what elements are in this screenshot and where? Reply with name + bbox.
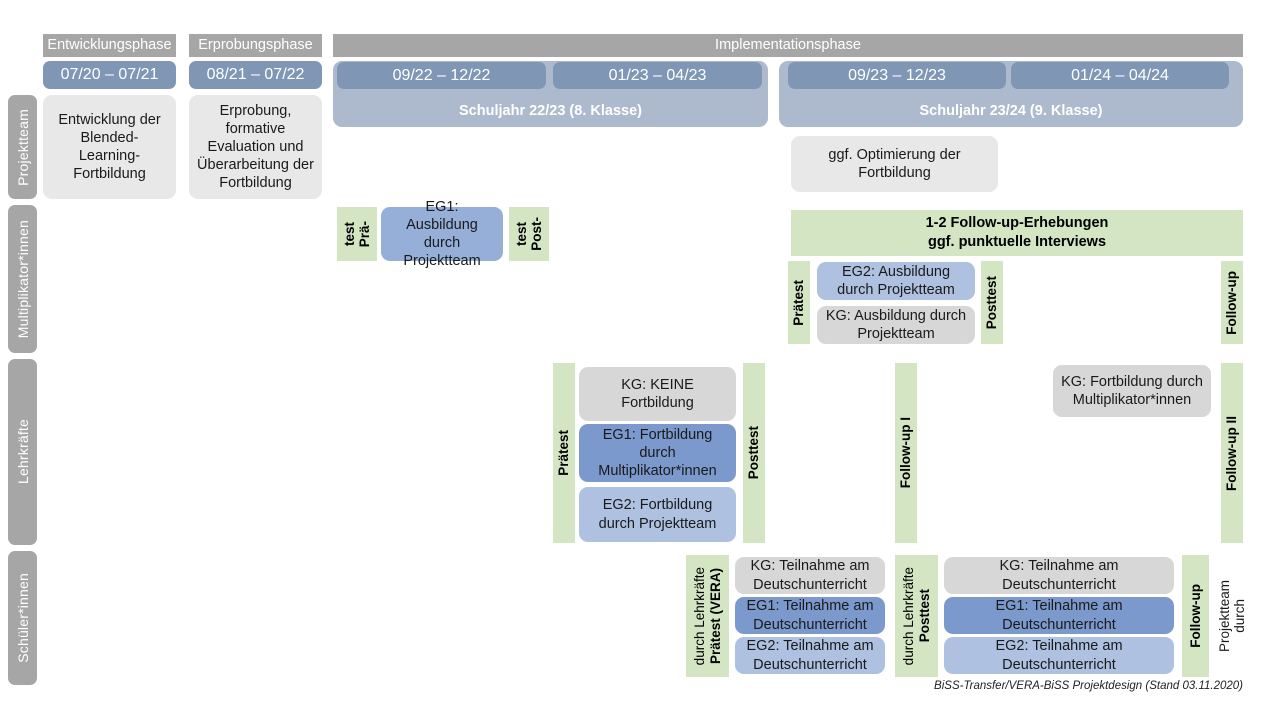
card-kg-ausbildung-projektteam: KG: Ausbildung durch Projektteam [817,306,975,344]
followup-schueler: Follow-up [1182,555,1209,677]
posttest-line2: test [514,221,529,246]
card-text: EG2: Fortbildung durch Projektteam [598,497,717,532]
praetest-multiplikatoren-2: Prätest [788,261,810,344]
praetest-main-label: Prätest (VERA) [707,567,723,665]
praetest-sub-label: durch Lehrkräfte [692,566,707,666]
praetest-lehrkraefte: Prätest [553,363,575,543]
card-eg2-teilnahme-deutschunterricht-left: EG2: Teilnahme am Deutschunterricht [735,637,885,674]
footer-text: BiSS-Transfer/VERA-BiSS Projektdesign (S… [934,680,1243,692]
praetest-multiplikatoren-1: Prä- test [337,207,377,261]
card-text: EG1: Teilnahme am Deutschunterricht [995,598,1123,633]
row-label-text: Multiplikator*innen [14,219,31,339]
card-eg1-teilnahme-deutschunterricht-right: EG1: Teilnahme am Deutschunterricht [944,597,1174,634]
period-pill-01-24-04-24: 01/24 – 04/24 [1011,62,1229,89]
posttest-line1: Post- [528,217,544,251]
card-entwicklung-blended-learning: Entwicklung der Blended-Learning-Fortbil… [43,95,176,199]
card-kg-teilnahme-deutschunterricht-right: KG: Teilnahme am Deutschunterricht [944,557,1174,594]
card-text: KG: Fortbildung durch Multiplikator*inne… [1061,373,1203,408]
card-eg1-ausbildung-projektteam: EG1: Ausbildung durch Projektteam [381,199,503,269]
posttest-label: Posttest [746,426,762,480]
period-pill-09-22-12-22: 09/22 – 12/22 [337,62,546,89]
row-label-schuelerinnen: Schüler*innen [8,551,37,685]
period-pill-01-23-04-23: 01/23 – 04/23 [553,62,762,89]
row-label-text: Schüler*innen [14,573,31,663]
followup-1-lehrkraefte: Follow-up I [895,363,917,543]
card-text: EG1: Teilnahme am Deutschunterricht [746,598,874,633]
followup-sub-durch: durch [1231,599,1247,633]
phase-header-implementationsphase: Implementationsphase [333,34,1243,57]
card-text: EG2: Teilnahme am Deutschunterricht [995,638,1123,673]
phase-header-label: Implementationsphase [715,36,861,53]
followup-main-label: Follow-up [1187,584,1203,648]
row-label-lehrkraefte: Lehrkräfte [8,359,37,545]
card-erprobung-evaluation: Erprobung, formative Evaluation und Über… [189,95,322,199]
followup-label: Follow-up [1224,270,1240,335]
posttest-schueler: Posttest durch Lehrkräfte [895,555,938,677]
phase-header-label: Entwicklungsphase [47,36,172,53]
row-label-text: Lehrkräfte [14,419,31,485]
card-kg-fortbildung-multiplikatoren: KG: Fortbildung durch Multiplikator*inne… [1053,365,1211,417]
row-label-text: Projektteam [14,108,31,186]
card-kg-keine-fortbildung: KG: KEINE Fortbildung [579,367,736,421]
praetest-label: Prätest [791,279,807,326]
card-text: ggf. Optimierung der Fortbildung [828,146,961,181]
followup-label: Follow-up I [898,417,914,489]
posttest-main-label: Posttest [916,589,932,643]
banner-line2: ggf. punktuelle Interviews [927,234,1107,250]
card-text: Erprobung, formative Evaluation und Über… [197,102,314,192]
followup-multiplikatoren: Follow-up [1221,261,1243,344]
card-text: EG2: Teilnahme am Deutschunterricht [746,638,874,673]
followup-label: Follow-up II [1224,415,1240,491]
period-label: 09/23 – 12/23 [848,66,946,84]
posttest-lehrkraefte: Posttest [743,363,765,543]
banner-line1: 1-2 Follow-up-Erhebungen [925,215,1109,232]
praetest-vera-schueler: Prätest (VERA) durch Lehrkräfte [686,555,729,677]
footer-credit: BiSS-Transfer/VERA-BiSS Projektdesign (S… [743,680,1243,698]
period-label: 01/23 – 04/23 [608,66,707,84]
card-eg2-teilnahme-deutschunterricht-right: EG2: Teilnahme am Deutschunterricht [944,637,1174,674]
card-text: EG1: Fortbildung durch Multiplikator*inn… [598,426,717,480]
praetest-line2: test [342,221,357,246]
card-text: EG2: Ausbildung durch Projektteam [837,263,955,298]
card-eg1-teilnahme-deutschunterricht-left: EG1: Teilnahme am Deutschunterricht [735,597,885,634]
period-label: 01/24 – 04/24 [1071,66,1169,84]
posttest-multiplikatoren-2: Posttest [981,261,1003,344]
posttest-sub-label: durch Lehrkräfte [901,566,916,666]
row-label-multiplikatorinnen: Multiplikator*innen [8,205,37,353]
period-pill-07-20-07-21: 07/20 – 07/21 [43,61,176,89]
period-label: 09/22 – 12/22 [392,66,491,84]
praetest-label: Prätest [556,430,572,476]
card-kg-teilnahme-deutschunterricht-left: KG: Teilnahme am Deutschunterricht [735,557,885,594]
card-text: EG1: Ausbildung durch Projektteam [403,198,481,270]
card-text: Entwicklung der Blended-Learning-Fortbil… [58,111,161,183]
followup-schueler-sub: durch Projektteam [1209,555,1255,677]
school-year-label: Schuljahr 23/24 (9. Klasse) [919,103,1103,119]
posttest-multiplikatoren-1: Post- test [509,207,549,261]
period-label: 07/20 – 07/21 [60,66,159,83]
period-label: 08/21 – 07/22 [206,66,305,83]
card-text: KG: KEINE Fortbildung [621,376,694,411]
period-pill-09-23-12-23: 09/23 – 12/23 [788,62,1006,89]
card-text: KG: Teilnahme am Deutschunterricht [999,558,1119,593]
card-eg2-fortbildung-projektteam: EG2: Fortbildung durch Projektteam [579,487,736,542]
phase-header-label: Erprobungsphase [198,36,313,53]
period-pill-08-21-07-22: 08/21 – 07/22 [189,61,322,89]
followup-2-lehrkraefte: Follow-up II [1221,363,1243,543]
school-year-label: Schuljahr 22/23 (8. Klasse) [459,103,642,119]
phase-header-erprobungsphase: Erprobungsphase [189,34,322,57]
praetest-line1: Prä- [356,220,372,248]
posttest-label: Posttest [984,275,1000,330]
card-text: KG: Ausbildung durch Projektteam [825,307,967,342]
card-eg1-fortbildung-multiplikatoren: EG1: Fortbildung durch Multiplikator*inn… [579,424,736,482]
phase-header-entwicklungsphase: Entwicklungsphase [43,34,176,57]
followup-sub-projektteam: Projektteam [1217,579,1232,653]
card-optimierung-fortbildung: ggf. Optimierung der Fortbildung [791,136,998,192]
card-eg2-ausbildung-projektteam: EG2: Ausbildung durch Projektteam [817,262,975,300]
followup-erhebungen-banner: 1-2 Follow-up-Erhebungen ggf. punktuelle… [791,210,1243,256]
row-label-projektteam: Projektteam [8,95,37,199]
card-text: KG: Teilnahme am Deutschunterricht [750,558,870,593]
